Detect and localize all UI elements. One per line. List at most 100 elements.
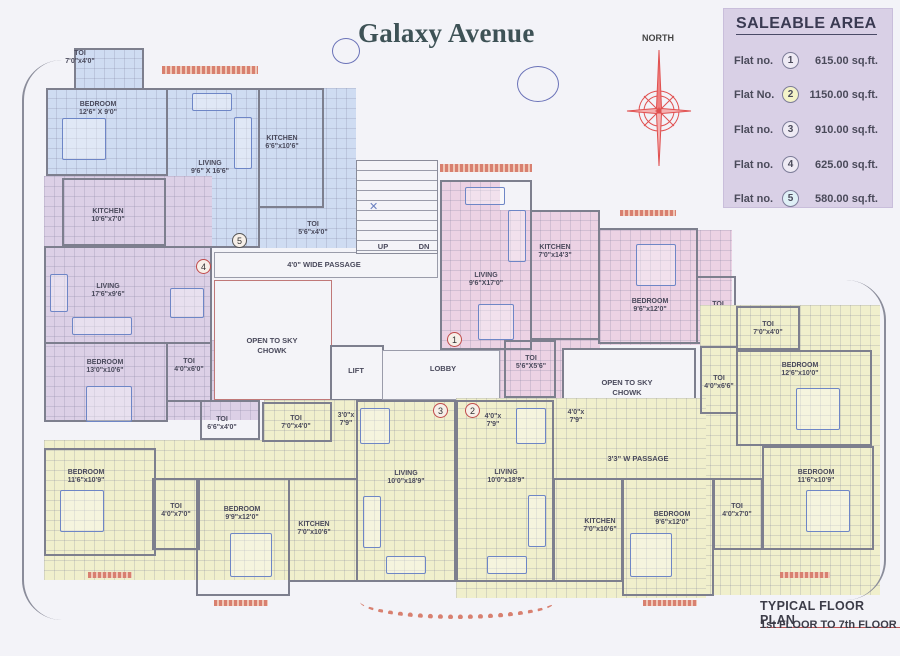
sofa-furniture <box>465 187 505 205</box>
outer-curved-wall-right <box>820 280 886 600</box>
w-passage-label: 3'3" W PASSAGE <box>607 454 669 463</box>
legend-flat-area: 625.00 sq.ft. <box>815 158 878 171</box>
flat-3-bedroom-balcony <box>88 572 132 578</box>
legend-flat-area: 580.00 sq.ft. <box>815 192 878 205</box>
flat-4-toi-wall <box>166 342 212 402</box>
legend-flat-area: 615.00 sq.ft. <box>815 54 878 67</box>
flat-3-toi-top-wall <box>262 402 332 442</box>
flat-4-marker: 4 <box>196 259 211 274</box>
legend-flat-label: Flat no. <box>734 158 774 171</box>
scribble-mark <box>332 38 360 64</box>
flat-3-marker: 3 <box>433 403 448 418</box>
legend-flat-label: Flat no. <box>734 123 774 136</box>
sofa-furniture <box>487 556 527 574</box>
legend-flat-number: 4 <box>782 156 799 173</box>
bed-furniture <box>806 490 850 532</box>
legend-row-flat-5: Flat no. 5 580.00 sq.ft. <box>734 190 886 207</box>
bed-furniture <box>630 533 672 577</box>
legend-flat-label: Flat No. <box>734 88 775 101</box>
flat-2-toi3-wall <box>736 306 800 350</box>
dining-table-furniture <box>516 408 546 444</box>
wide-passage-label: 4'0" WIDE PASSAGE <box>287 260 361 269</box>
flat-2-kitchen-wall <box>553 478 623 582</box>
flat-2-3-curved-balcony <box>360 584 555 619</box>
legend-flat-number: 3 <box>782 121 799 138</box>
flat-2-living-wall <box>456 400 554 582</box>
legend-row-flat-2: Flat No. 2 1150.00 sq.ft. <box>734 86 886 103</box>
wide-passage-area <box>214 252 438 278</box>
flat-4-kitchen-wall <box>62 178 166 246</box>
flat-4-area <box>44 176 212 420</box>
flat-5-balcony <box>162 66 258 74</box>
flat-1-area <box>440 180 500 350</box>
sofa-furniture <box>508 210 526 262</box>
flat-5-kitchen-wall <box>258 88 324 208</box>
stair-down-label: DN <box>418 242 430 251</box>
flat-3-living-wall <box>356 400 456 582</box>
flat-2-toi1-wall <box>713 478 763 550</box>
flat-2-bedroom-balcony <box>780 572 830 578</box>
legend-flat-number: 1 <box>782 52 799 69</box>
legend-flat-label: Flat no. <box>734 54 774 67</box>
outer-curved-wall <box>22 60 64 620</box>
flat-5-marker: 5 <box>232 233 247 248</box>
sofa-furniture <box>234 117 252 169</box>
dining-table-furniture <box>478 304 514 340</box>
compass-rose-icon <box>626 49 692 166</box>
bed-furniture <box>636 244 676 286</box>
lobby-label: LOBBY <box>429 364 457 373</box>
sofa-furniture <box>72 317 132 335</box>
lift-label: LIFT <box>348 366 364 375</box>
flat-1-balcony <box>440 164 532 172</box>
building-title: Galaxy Avenue <box>358 18 535 48</box>
flat-2-dining-label: 4'0"x 7'9" <box>484 413 502 428</box>
legend-row-flat-4: Flat no. 4 625.00 sq.ft. <box>734 156 886 173</box>
sofa-furniture <box>528 495 546 547</box>
lobby <box>382 350 500 400</box>
sofa-furniture <box>50 274 68 312</box>
stair-arrow-icon: ✕ <box>369 201 379 213</box>
legend-row-flat-1: Flat no. 1 615.00 sq.ft. <box>734 52 886 69</box>
flat-3-toi-wall <box>152 478 200 550</box>
legend-flat-number: 5 <box>782 190 799 207</box>
dining-table-furniture <box>360 408 390 444</box>
flat-2-dining-label-2: 4'0"x 7'9" <box>567 409 585 424</box>
sky-chowk-right-label: OPEN TO SKY CHOWK <box>601 378 653 397</box>
sky-chowk-left <box>214 280 332 400</box>
bed-furniture <box>86 386 132 422</box>
north-label: NORTH <box>642 33 674 43</box>
staircase <box>356 160 438 254</box>
flat-1-marker: 1 <box>447 332 462 347</box>
flat-5-toi-top <box>74 48 144 90</box>
legend-heading: SALEABLE AREA <box>736 15 877 35</box>
flat-4-toi2-wall <box>200 400 260 440</box>
dining-table-furniture <box>170 288 204 318</box>
bed-furniture <box>60 490 104 532</box>
lift <box>330 345 384 401</box>
flat-2-marker: 2 <box>465 403 480 418</box>
flat-1-bedroom-balcony <box>620 210 676 216</box>
legend-flat-area: 1150.00 sq.ft. <box>809 88 879 101</box>
flat-2-balcony <box>643 600 697 606</box>
plan-title: TYPICAL FLOOR PLAN <box>760 599 900 628</box>
